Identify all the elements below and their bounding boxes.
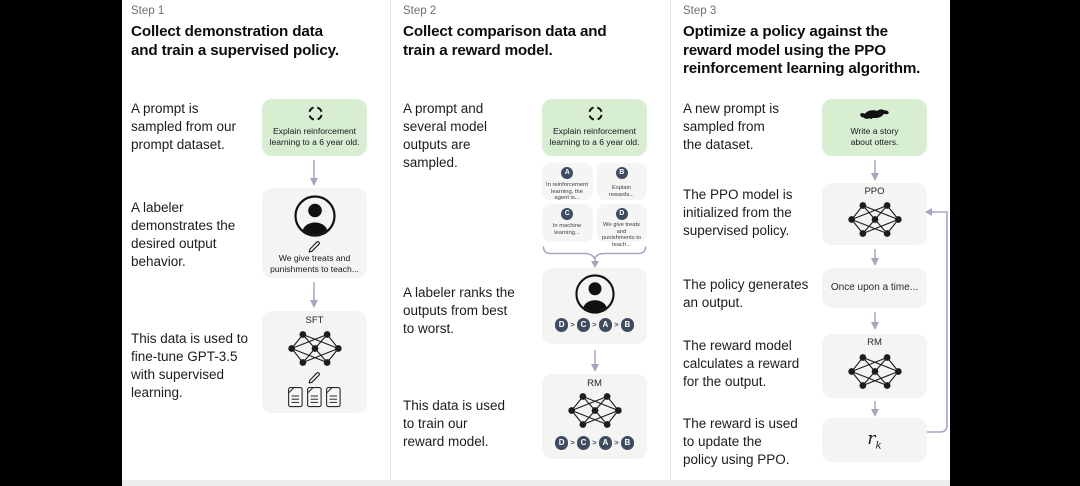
step3-output-box: Once upon a time...	[822, 268, 927, 308]
neural-network-icon	[287, 330, 342, 367]
step2-label: Step 2	[403, 5, 437, 17]
sample-card-d: D We give treats and punishments to teac…	[596, 204, 647, 248]
diagram-panel	[122, 0, 950, 486]
prompt-text: Write a story about otters.	[850, 126, 899, 147]
step3-ppo-box: PPO	[822, 183, 927, 245]
rank-separator: >	[592, 438, 597, 448]
step1-text-finetune: This data is used to fine-tune GPT-3.5 w…	[131, 331, 249, 400]
step3-text-output: The policy generates an output.	[683, 277, 809, 310]
step3-heading: Optimize a policy against the reward mod…	[683, 23, 921, 77]
step2-rm-box: RM D > C > A > B	[542, 374, 647, 459]
rank-pill: B	[620, 318, 635, 332]
pen-icon	[308, 241, 320, 253]
rm-label: RM	[867, 337, 882, 348]
rm-label: RM	[587, 378, 602, 389]
documents-icon	[288, 387, 341, 408]
ranking-d-c-a-b: D > C > A > B	[542, 436, 647, 450]
rank-separator: >	[614, 438, 619, 448]
output-text: Once upon a time...	[830, 282, 919, 293]
flow-arrow-down	[310, 282, 318, 308]
sample-letter: A	[561, 167, 574, 179]
step3-text-update: The reward is used to update the policy …	[683, 416, 798, 467]
sample-letter: B	[615, 167, 628, 179]
labeler-person-icon	[575, 274, 615, 314]
ppo-label: PPO	[864, 186, 885, 197]
ranking-d-c-a-b: D > C > A > B	[542, 318, 647, 332]
neural-network-icon	[847, 201, 902, 238]
sample-text: Explain rewards...	[608, 185, 635, 198]
step2-column: Step 2 Collect comparison data and train…	[403, 0, 669, 486]
flow-arrow-down	[870, 160, 879, 181]
step2-text-rank: A labeler ranks the outputs from best to…	[403, 285, 515, 336]
reward-symbol: rk	[867, 429, 882, 452]
neural-network-icon	[567, 392, 622, 429]
flow-arrow-down	[590, 350, 599, 372]
prompt-text: Explain reinforcement learning to a 6 ye…	[549, 126, 640, 147]
flow-arrow-down	[870, 401, 879, 417]
step2-text-prompt: A prompt and several model outputs are s…	[403, 101, 488, 170]
resample-icon	[587, 106, 603, 121]
column-divider	[670, 0, 671, 486]
step1-labeler-box: We give treats and punishments to teach.…	[262, 188, 367, 278]
step3-label: Step 3	[683, 5, 717, 17]
otter-icon	[860, 109, 889, 120]
demonstration-text: We give treats and punishments to teach.…	[270, 253, 359, 274]
sample-letter: D	[615, 208, 628, 220]
rank-pill: C	[576, 318, 591, 332]
neural-network-icon	[847, 353, 902, 390]
step3-prompt-box: Write a story about otters.	[822, 99, 927, 156]
step3-text-prompt: A new prompt is sampled from the dataset…	[683, 101, 780, 152]
step2-text-train: This data is used to train our reward mo…	[403, 398, 506, 449]
sample-card-b: B Explain rewards...	[596, 163, 647, 200]
sample-text: In machine learning...	[552, 223, 582, 236]
step3-text-init: The PPO model is initialized from the su…	[683, 187, 793, 238]
step3-column: Step 3 Optimize a policy against the rew…	[683, 0, 949, 486]
loopback-arrow	[925, 208, 948, 433]
column-divider	[390, 0, 391, 486]
flow-arrow-down	[590, 257, 599, 268]
sample-text: We give treats and punishments to teach.…	[601, 222, 642, 248]
rank-pill: B	[620, 436, 635, 450]
rank-pill: D	[554, 318, 569, 332]
rank-separator: >	[570, 438, 575, 448]
step3-reward-box: rk	[822, 418, 927, 462]
sample-letter: C	[561, 208, 574, 220]
step2-labeler-box: D > C > A > B	[542, 268, 647, 344]
sample-card-a: A In reinforcement learning, the agent i…	[542, 163, 593, 202]
rank-pill: A	[598, 318, 613, 332]
sample-text: In reinforcement learning, the agent is.…	[546, 182, 588, 202]
flow-arrow-down	[310, 160, 318, 186]
flow-arrow-down	[870, 312, 879, 330]
step1-prompt-box: Explain reinforcement learning to a 6 ye…	[262, 99, 367, 156]
rank-separator: >	[592, 320, 597, 330]
flow-arrow-down	[870, 249, 879, 266]
step1-label: Step 1	[131, 5, 165, 17]
step3-text-reward: The reward model calculates a reward for…	[683, 338, 800, 389]
labeler-person-icon	[294, 195, 336, 237]
rank-pill: C	[576, 436, 591, 450]
step1-sft-box: SFT	[262, 311, 367, 413]
resample-icon	[307, 106, 323, 121]
rank-pill: A	[598, 436, 613, 450]
step3-rm-box: RM	[822, 334, 927, 398]
rank-separator: >	[614, 320, 619, 330]
rank-separator: >	[570, 320, 575, 330]
sample-card-c: C In machine learning...	[542, 204, 593, 242]
bottom-strip	[122, 480, 950, 486]
step1-column: Step 1 Collect demonstration data and tr…	[131, 0, 389, 486]
step1-heading: Collect demonstration data and train a s…	[131, 23, 339, 59]
step2-heading: Collect comparison data and train a rewa…	[403, 23, 607, 59]
prompt-text: Explain reinforcement learning to a 6 ye…	[269, 126, 360, 147]
step1-text-labeler: A labeler demonstrates the desired outpu…	[131, 200, 236, 269]
rank-pill: D	[554, 436, 569, 450]
step2-prompt-box: Explain reinforcement learning to a 6 ye…	[542, 99, 647, 156]
sft-label: SFT	[305, 315, 324, 326]
step1-text-prompt: A prompt is sampled from our prompt data…	[131, 101, 237, 152]
pen-icon	[308, 372, 320, 384]
